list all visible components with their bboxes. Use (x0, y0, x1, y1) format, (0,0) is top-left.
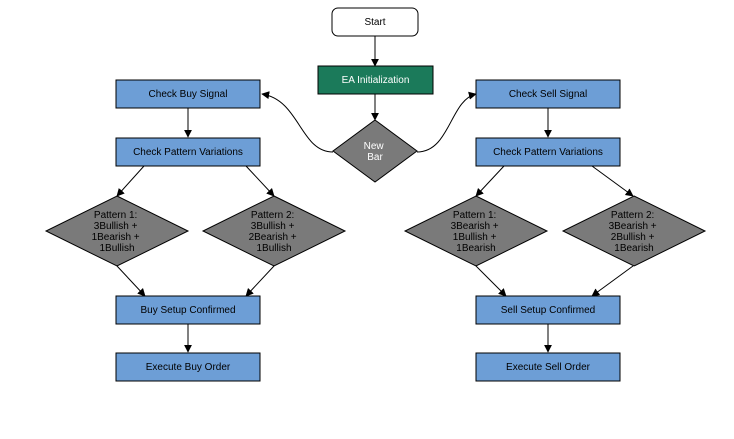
buy-pattern-2-node: Pattern 2: 3Bullish + 2Bearish + 1Bullis… (201, 195, 347, 267)
sell-pattern-1-line-3: 1Bullish + (453, 232, 497, 243)
sell-pattern-2-line-2: 3Bearish + (609, 221, 657, 232)
edge-sellp1-confirmed (475, 265, 507, 297)
sell-pattern-2-line-3: 2Bullish + (611, 232, 655, 243)
buy-variations-shape (115, 137, 261, 167)
check-buy-label: Check Buy Signal (149, 89, 228, 100)
buy-pattern-1-line-3: 1Bearish + (92, 232, 140, 243)
check-buy-shape (115, 79, 261, 109)
new-bar-line-1: New (364, 141, 385, 152)
buy-execute-shape (115, 352, 261, 382)
sell-variations-label: Check Pattern Variations (493, 147, 603, 158)
buy-confirmed-shape (115, 295, 261, 325)
sell-variations-node: Check Pattern Variations (475, 137, 621, 167)
buy-execute-label: Execute Buy Order (146, 362, 231, 373)
edge-buyvar-pattern2 (245, 165, 275, 197)
sell-confirmed-label: Sell Setup Confirmed (501, 305, 596, 316)
start-label: Start (364, 17, 385, 28)
buy-pattern-2-line-1: Pattern 2: (251, 210, 294, 221)
edge-newbar-checksell (416, 91, 477, 153)
check-sell-shape (475, 79, 621, 109)
buy-pattern-1-label: Pattern 1: 3Bullish + 1Bearish + 1Bullis… (92, 210, 143, 254)
buy-confirmed-node: Buy Setup Confirmed (115, 295, 261, 325)
sell-execute-node: Execute Sell Order (475, 352, 621, 382)
sell-pattern-2-line-4: 1Bearish (614, 243, 653, 254)
edge-buyp1-confirmed (116, 265, 146, 297)
check-sell-node: Check Sell Signal (475, 79, 621, 109)
buy-pattern-1-line-2: 3Bullish + (94, 221, 138, 232)
check-sell-label: Check Sell Signal (509, 89, 587, 100)
sell-pattern-1-node: Pattern 1: 3Bearish + 1Bullish + 1Bearis… (403, 195, 549, 267)
init-shape (317, 65, 434, 95)
new-bar-label: New Bar (364, 141, 387, 163)
start-shape (331, 7, 419, 37)
buy-variations-node: Check Pattern Variations (115, 137, 261, 167)
edge-sellp2-confirmed (591, 265, 634, 297)
buy-pattern-1-line-1: Pattern 1: (94, 210, 137, 221)
sell-confirmed-node: Sell Setup Confirmed (475, 295, 621, 325)
buy-pattern-1-line-4: 1Bullish (99, 243, 134, 254)
sell-confirmed-shape (475, 295, 621, 325)
start-node: Start (331, 7, 419, 37)
buy-variations-label: Check Pattern Variations (133, 147, 243, 158)
sell-pattern-1-shape (403, 195, 549, 267)
edge-buyp2-confirmed (245, 265, 275, 297)
sell-pattern-1-label: Pattern 1: 3Bearish + 1Bullish + 1Bearis… (451, 210, 502, 254)
sell-pattern-1-line-1: Pattern 1: (453, 210, 496, 221)
buy-pattern-2-line-4: 1Bullish (256, 243, 291, 254)
buy-pattern-2-label: Pattern 2: 3Bullish + 2Bearish + 1Bullis… (249, 210, 300, 254)
buy-pattern-2-line-2: 3Bullish + (251, 221, 295, 232)
sell-pattern-1-line-2: 3Bearish + (451, 221, 499, 232)
buy-pattern-2-shape (201, 195, 347, 267)
edge-sellvar-pattern1 (475, 165, 505, 197)
sell-pattern-2-label: Pattern 2: 3Bearish + 2Bullish + 1Bearis… (609, 210, 660, 254)
sell-execute-shape (475, 352, 621, 382)
new-bar-node: New Bar (332, 119, 418, 183)
buy-confirmed-label: Buy Setup Confirmed (140, 305, 235, 316)
new-bar-line-2: Bar (367, 152, 383, 163)
sell-pattern-2-shape (561, 195, 707, 267)
init-node: EA Initialization (317, 65, 434, 95)
sell-pattern-2-line-1: Pattern 2: (611, 210, 654, 221)
sell-pattern-2-node: Pattern 2: 3Bearish + 2Bullish + 1Bearis… (561, 195, 707, 267)
buy-pattern-2-line-3: 2Bearish + (249, 232, 297, 243)
edge-buyvar-pattern1 (116, 165, 145, 197)
buy-execute-node: Execute Buy Order (115, 352, 261, 382)
sell-execute-label: Execute Sell Order (506, 362, 591, 373)
edge-sellvar-pattern2 (591, 165, 634, 197)
buy-pattern-1-node: Pattern 1: 3Bullish + 1Bearish + 1Bullis… (44, 195, 190, 267)
sell-variations-shape (475, 137, 621, 167)
check-buy-node: Check Buy Signal (115, 79, 261, 109)
buy-pattern-1-shape (44, 195, 190, 267)
new-bar-shape (332, 119, 418, 183)
init-label: EA Initialization (342, 75, 410, 86)
edge-newbar-checkbuy (261, 91, 334, 153)
edges (116, 36, 634, 353)
sell-pattern-1-line-4: 1Bearish (456, 243, 495, 254)
